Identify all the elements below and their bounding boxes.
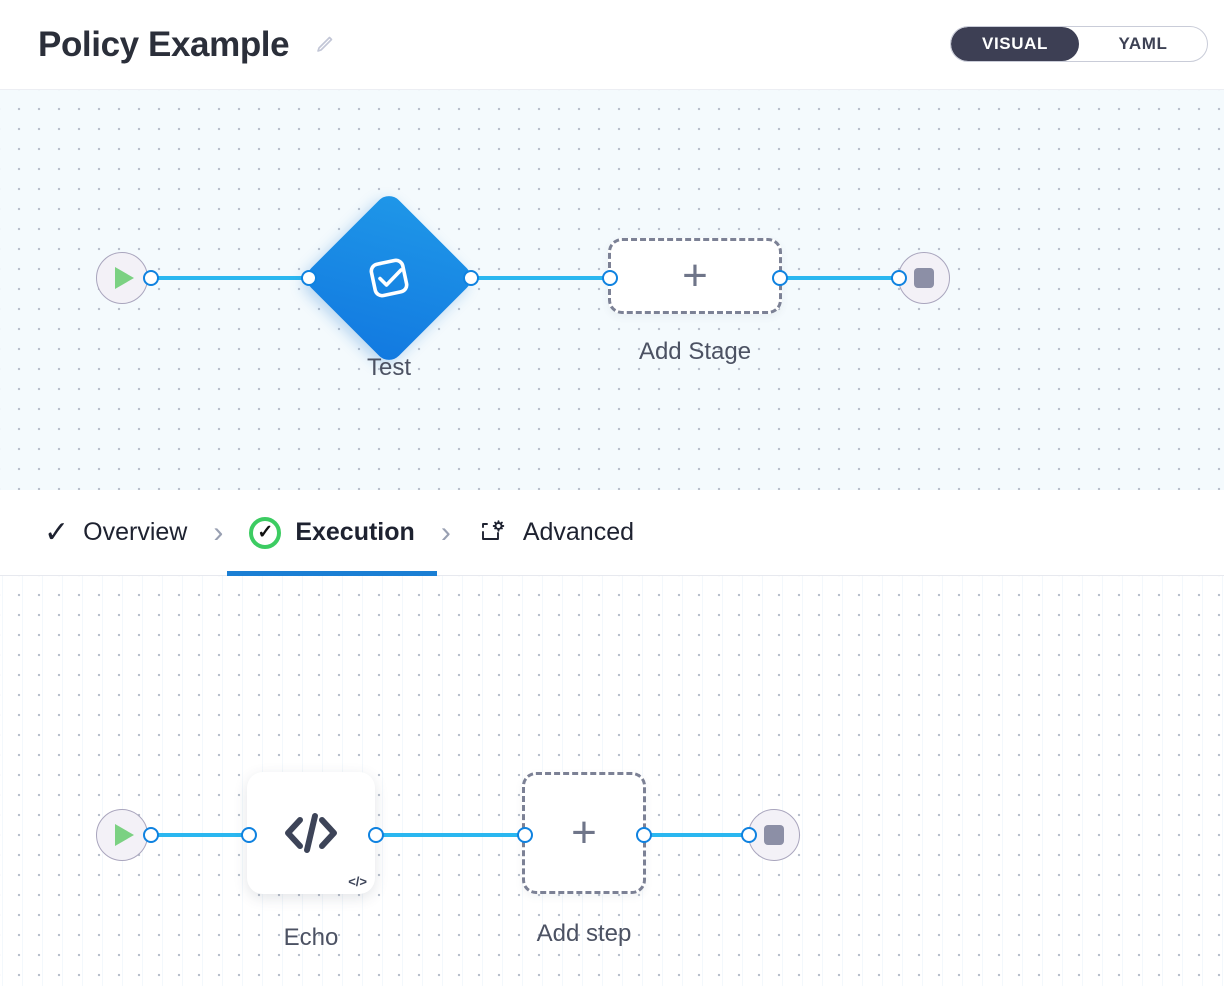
step-end-node[interactable] [748, 809, 800, 861]
stage-port-addstage-out[interactable] [772, 270, 788, 286]
check-icon: ✓ [44, 515, 70, 549]
check-circle-icon: ✓ [249, 516, 282, 549]
stage-config-tabs: ✓ Overview › ✓ Execution › Advanced [0, 490, 1224, 576]
step-flow: </> Echo + Add step [0, 576, 1224, 986]
view-mode-toggle[interactable]: VISUAL YAML [950, 26, 1208, 62]
tab-execution-label: Execution [295, 518, 415, 546]
stage-port-test-out[interactable] [463, 270, 479, 286]
check-square-icon [361, 250, 417, 306]
play-icon [115, 824, 134, 846]
code-icon [285, 813, 337, 853]
step-start-node[interactable] [96, 809, 148, 861]
stage-canvas[interactable]: Test + Add Stage [0, 90, 1224, 490]
tab-separator-1: › [213, 515, 224, 549]
mode-option-visual[interactable]: VISUAL [951, 27, 1079, 61]
check-circle-glyph: ✓ [257, 522, 274, 543]
title-group: Policy Example [38, 27, 337, 62]
page-title: Policy Example [38, 25, 290, 64]
tab-execution[interactable]: ✓ Execution [227, 490, 438, 576]
stage-label-test: Test [366, 354, 411, 381]
tab-advanced-label: Advanced [522, 518, 635, 546]
step-link-addstep-end [640, 833, 756, 837]
stage-link-test-addstage [470, 276, 618, 280]
step-port-start-out[interactable] [143, 827, 159, 843]
stage-flow: Test + Add Stage [0, 90, 1224, 490]
stage-link-start-test [150, 276, 316, 280]
step-port-echo-out[interactable] [368, 827, 384, 843]
stage-port-start-out[interactable] [143, 270, 159, 286]
add-step-button[interactable]: + [522, 772, 646, 894]
stage-port-end-in[interactable] [891, 270, 907, 286]
add-stage-label: Add Stage [638, 338, 752, 365]
step-port-addstep-in[interactable] [517, 827, 533, 843]
step-port-echo-in[interactable] [241, 827, 257, 843]
stage-port-test-in[interactable] [301, 270, 317, 286]
plus-icon: + [682, 251, 708, 300]
add-stage-button[interactable]: + [608, 238, 782, 314]
stage-link-addstage-end [778, 276, 906, 280]
step-canvas[interactable]: </> Echo + Add step [0, 576, 1224, 986]
step-label-echo: Echo [283, 924, 339, 951]
add-step-label: Add step [536, 920, 632, 947]
tab-advanced[interactable]: Advanced [455, 490, 656, 576]
page-header: Policy Example VISUAL YAML [0, 0, 1224, 90]
tab-separator-2: › [440, 515, 451, 549]
play-icon [115, 267, 134, 289]
pencil-icon[interactable] [311, 32, 337, 58]
stage-start-node[interactable] [96, 252, 148, 304]
stop-icon [914, 268, 934, 288]
step-link-start-echo [150, 833, 258, 837]
advanced-gear-icon [477, 517, 509, 549]
stage-port-addstage-in[interactable] [602, 270, 618, 286]
tab-overview[interactable]: ✓ Overview [22, 490, 209, 576]
step-node-echo[interactable]: </> [247, 772, 375, 894]
mode-option-yaml[interactable]: YAML [1118, 34, 1168, 53]
code-badge-icon: </> [348, 874, 367, 889]
step-port-end-in[interactable] [741, 827, 757, 843]
stop-icon [764, 825, 784, 845]
stage-node-test[interactable] [301, 190, 477, 366]
step-link-echo-addstep [374, 833, 532, 837]
step-port-addstep-out[interactable] [636, 827, 652, 843]
plus-icon: + [571, 808, 597, 857]
tab-overview-label: Overview [83, 518, 188, 546]
